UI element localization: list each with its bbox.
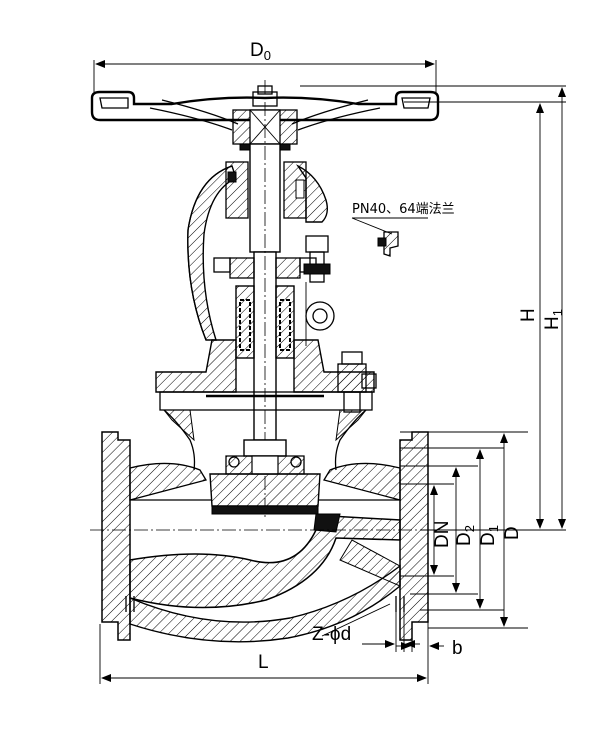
dimension-d0: D0 — [93, 40, 437, 92]
valve-disc — [209, 439, 321, 515]
h1-label-sub: 1 — [550, 309, 565, 316]
d2-label: D — [454, 532, 475, 546]
packing-gland — [213, 257, 317, 359]
stem-nut — [232, 85, 298, 151]
svg-text:D1: D1 — [478, 525, 501, 546]
dimension-l: L — [99, 624, 429, 684]
h-label: H — [518, 308, 539, 322]
d0-label: D — [250, 40, 264, 61]
l-label: L — [258, 652, 269, 673]
h1-label: H — [542, 316, 563, 330]
d1-label: D — [478, 532, 499, 546]
dimension-h: H H1 — [300, 85, 566, 531]
d1-label-sub: 1 — [486, 525, 501, 532]
flange-note-text: PN40、64端法兰 — [352, 202, 455, 217]
flange-note-group: PN40、64端法兰 — [351, 202, 455, 257]
d-label: D — [502, 526, 523, 540]
d2-label-sub: 2 — [462, 525, 477, 532]
dimension-diameters: DN D2 D1 D — [400, 431, 528, 629]
svg-text:D2: D2 — [454, 525, 477, 546]
d0-label-sub: 0 — [264, 48, 271, 63]
svg-text:H1: H1 — [542, 309, 565, 330]
bonnet-bolt — [337, 351, 377, 413]
dn-label: DN — [432, 521, 453, 548]
dimension-bolt-holes: Z-ϕd b — [312, 603, 463, 659]
yoke — [187, 161, 329, 341]
b-label: b — [452, 638, 463, 659]
z-phi-d-label: Z-ϕd — [312, 624, 351, 645]
valve-stem — [249, 80, 281, 520]
svg-text:D0: D0 — [250, 40, 271, 63]
gland-bolt — [303, 235, 335, 346]
handwheel — [90, 90, 440, 131]
